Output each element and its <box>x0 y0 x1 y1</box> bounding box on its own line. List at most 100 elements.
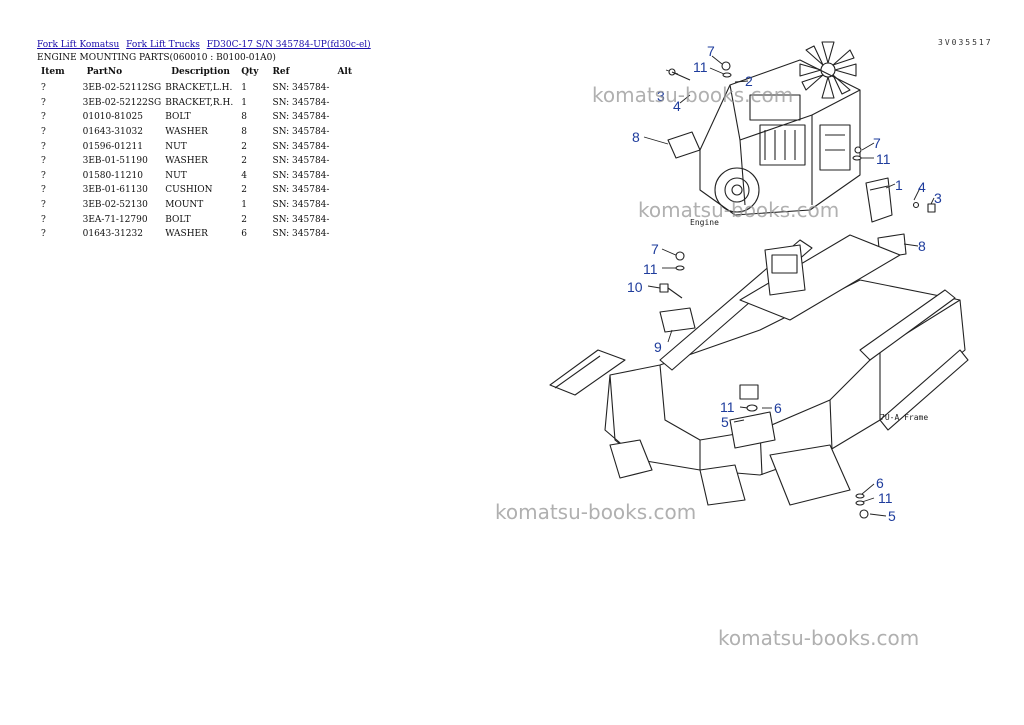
cell-partno: 3EB-02-52130 <box>82 200 148 211</box>
breadcrumb: Fork Lift Komatsu Fork Lift Trucks FD30C… <box>37 40 375 50</box>
callout-label: 8 <box>918 238 926 254</box>
column-header-item: Item <box>41 67 65 77</box>
cell-qty: 1 <box>241 200 247 211</box>
cell-item: ? <box>41 229 46 240</box>
cell-description: BOLT <box>165 112 191 123</box>
cell-item: ? <box>41 112 46 123</box>
cell-description: WASHER <box>165 156 208 167</box>
column-header-qty: Qty <box>241 67 259 77</box>
callout-label: 10 <box>627 279 643 295</box>
cell-ref: SN: 345784- <box>272 156 330 167</box>
cell-item: ? <box>41 200 46 211</box>
cell-description: MOUNT <box>165 200 204 211</box>
cell-description: BRACKET,L.H. <box>165 83 233 94</box>
engine-drawing <box>667 41 907 259</box>
callout-label: 11 <box>643 261 658 277</box>
callout-label: 9 <box>654 339 662 355</box>
cell-ref: SN: 345784- <box>272 229 330 240</box>
cell-qty: 6 <box>241 229 247 240</box>
cell-partno: 3EA-71-12790 <box>82 214 148 225</box>
cell-ref: SN: 345784- <box>272 185 330 196</box>
cell-item: ? <box>41 156 46 167</box>
callout-label: 11 <box>693 59 708 75</box>
callout-label: 5 <box>888 508 896 524</box>
breadcrumb-link-fork-lift-trucks[interactable]: Fork Lift Trucks <box>126 40 200 50</box>
cell-ref: SN: 345784- <box>272 200 330 211</box>
cell-ref: SN: 345784- <box>272 97 330 108</box>
cell-qty: 2 <box>241 185 247 196</box>
hardware-drawing <box>659 61 936 519</box>
cell-item: ? <box>41 185 46 196</box>
cell-qty: 8 <box>241 112 247 123</box>
callout-label: 4 <box>673 98 681 114</box>
watermark: komatsu-books.com <box>592 83 794 107</box>
callout-label: 6 <box>774 400 782 416</box>
breadcrumb-link-komatsu[interactable]: Fork Lift Komatsu <box>37 40 120 50</box>
table-row: ? 01010-81025 BOLT 8 SN: 345784- <box>37 110 356 125</box>
cell-partno: 01596-01211 <box>82 141 143 152</box>
cell-description: NUT <box>165 141 187 152</box>
table-row: ? 3EB-01-61130 CUSHION 2 SN: 345784- <box>37 183 356 198</box>
cell-qty: 2 <box>241 156 247 167</box>
table-row: ? 01643-31032 WASHER 8 SN: 345784- <box>37 125 356 140</box>
document-id: 3V035517 <box>938 38 993 47</box>
cell-qty: 1 <box>241 83 247 94</box>
cell-ref: SN: 345784- <box>272 112 330 123</box>
cell-qty: 8 <box>241 127 247 138</box>
frame-label: 7U-A Frame <box>880 413 928 422</box>
callout-label: 11 <box>878 490 893 506</box>
column-header-partno: PartNo <box>86 67 123 77</box>
cell-description: CUSHION <box>165 185 213 196</box>
cell-item: ? <box>41 127 46 138</box>
cell-qty: 4 <box>241 170 247 181</box>
callout-label: 1 <box>895 177 903 193</box>
callout-label: 7 <box>873 135 881 151</box>
cell-ref: SN: 345784- <box>272 214 330 225</box>
watermark: komatsu-books.com <box>495 500 697 524</box>
cell-description: BRACKET,R.H. <box>165 97 234 108</box>
column-header-alt: Alt <box>337 67 353 77</box>
callout-label: 5 <box>721 414 729 430</box>
cell-ref: SN: 345784- <box>272 127 330 138</box>
table-header-row: Item PartNo Description Qty Ref Alt <box>37 66 356 81</box>
engine-label: Engine <box>690 218 719 227</box>
column-header-ref: Ref <box>272 67 290 77</box>
callout-label: 3 <box>934 190 942 206</box>
callout-label: 2 <box>745 73 753 89</box>
cell-qty: 2 <box>241 141 247 152</box>
cell-item: ? <box>41 97 46 108</box>
cell-description: WASHER <box>165 127 208 138</box>
cell-qty: 1 <box>241 97 247 108</box>
cell-ref: SN: 345784- <box>272 170 330 181</box>
callout-label: 3 <box>657 88 665 104</box>
cell-qty: 2 <box>241 214 247 225</box>
cell-partno: 01580-11210 <box>82 170 143 181</box>
callout-label: 7 <box>707 43 715 59</box>
cell-item: ? <box>41 214 46 225</box>
cell-partno: 01010-81025 <box>82 112 143 123</box>
breadcrumb-link-model[interactable]: FD30C-17 S/N 345784-UP(fd30c-el) <box>206 40 371 50</box>
frame-drawing <box>549 234 969 506</box>
cell-item: ? <box>41 141 46 152</box>
callout-label: 7 <box>651 241 659 257</box>
parts-table: Item PartNo Description Qty Ref Alt ? 3EB… <box>37 66 356 242</box>
callout-label: 8 <box>632 129 640 145</box>
cell-description: NUT <box>165 170 187 181</box>
callout-label: 6 <box>876 475 884 491</box>
callout-label: 11 <box>720 399 735 415</box>
cell-partno: 01643-31032 <box>82 127 143 138</box>
cell-description: WASHER <box>165 229 208 240</box>
cell-item: ? <box>41 83 46 94</box>
cell-partno: 3EB-01-61130 <box>82 185 148 196</box>
cell-partno: 3EB-02-52112SG <box>82 83 162 94</box>
table-row: ? 3EB-02-52130 MOUNT 1 SN: 345784- <box>37 198 356 213</box>
